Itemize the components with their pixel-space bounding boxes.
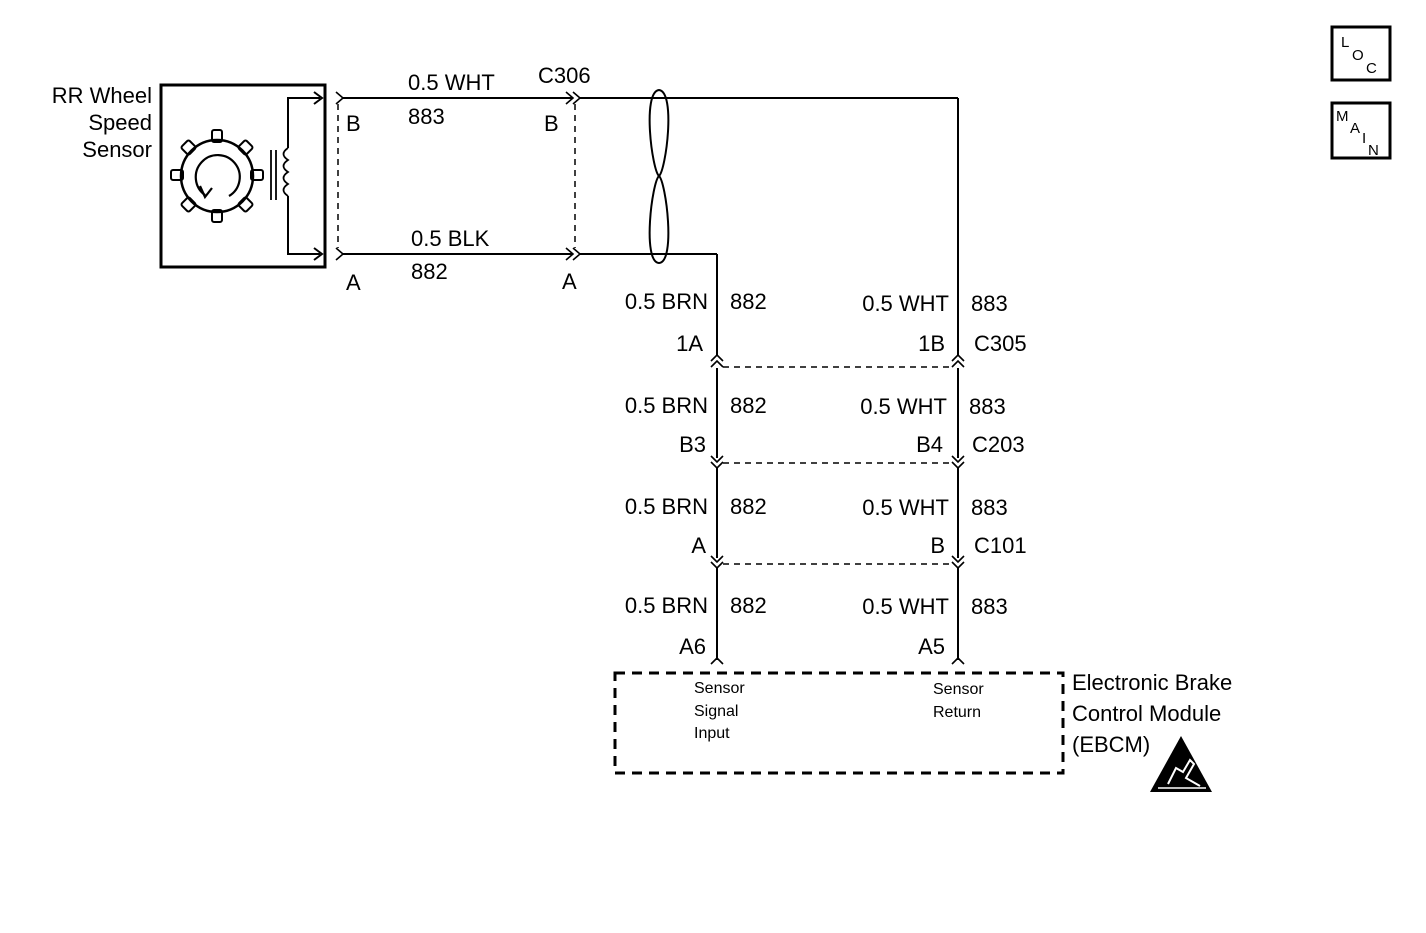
right-seg-4-circuit: 883: [971, 594, 1008, 619]
right-seg-3-circuit: 883: [971, 495, 1008, 520]
right-seg-2-pin: B4: [916, 432, 943, 457]
twisted-pair: [580, 88, 959, 355]
vertical-wires: [716, 368, 959, 660]
wire-883-top: 0.5 WHT 883: [343, 70, 573, 129]
right-seg-1-pin: 1B: [918, 331, 945, 356]
right-seg-3-color: 0.5 WHT: [862, 495, 949, 520]
sensor-pin-a-label: A: [346, 270, 361, 295]
connector-c203-label: C203: [972, 432, 1025, 457]
c306-pin-b-label: B: [544, 111, 559, 136]
left-seg-1-color: 0.5 BRN: [625, 289, 708, 314]
left-seg-4-circuit: 882: [730, 593, 767, 618]
ebcm-pins: [710, 656, 965, 665]
main-letter-m: M: [1336, 108, 1349, 125]
right-seg-1-circuit: 883: [971, 291, 1008, 316]
wheel-speed-sensor-icon: [159, 83, 327, 269]
connector-c101-label: C101: [974, 533, 1027, 558]
ebcm-boundary: [613, 671, 1065, 775]
left-seg-4-color: 0.5 BRN: [625, 593, 708, 618]
left-seg-4-pin: A6: [679, 634, 706, 659]
wire-883-color-label: 0.5 WHT: [408, 70, 495, 95]
loc-button[interactable]: L O C: [1330, 25, 1392, 82]
ebcm-signal-label-1: Sensor: [694, 680, 745, 697]
wire-883-circuit-label: 883: [408, 104, 445, 129]
loc-letter-o: O: [1352, 47, 1364, 64]
right-seg-2-color: 0.5 WHT: [860, 394, 947, 419]
right-seg-4-pin: A5: [918, 634, 945, 659]
right-seg-2-circuit: 883: [969, 394, 1006, 419]
main-letter-i: I: [1362, 130, 1366, 147]
twist-upper-lobe-icon: [648, 88, 670, 178]
ebcm-signal-label-3: Input: [694, 725, 730, 742]
ebcm-label: Electronic Brake Control Module (EBCM): [1072, 670, 1232, 757]
connector-c101: [710, 555, 965, 570]
left-seg-1-pin: 1A: [676, 331, 703, 356]
tone-ring-icon: [170, 129, 264, 223]
main-letter-n: N: [1368, 142, 1379, 159]
loc-letter-c: C: [1366, 60, 1377, 77]
main-button[interactable]: M A I N: [1330, 101, 1392, 160]
twist-lower-lobe-icon: [648, 174, 670, 265]
wire-882-top: 0.5 BLK 882: [343, 226, 573, 284]
left-seg-2-circuit: 882: [730, 393, 767, 418]
left-column-labels: 0.5 BRN 882 1A 0.5 BRN 882 B3 0.5 BRN 88…: [625, 289, 767, 659]
left-seg-1-circuit: 882: [730, 289, 767, 314]
sensor-label-line-2: Speed: [88, 110, 152, 135]
connector-c306: C306 B A: [538, 63, 591, 294]
sensor-label-line-1: RR Wheel: [52, 83, 152, 108]
right-seg-4-color: 0.5 WHT: [862, 594, 949, 619]
ebcm-label-line-2: Control Module: [1072, 701, 1221, 726]
ebcm-return-label-2: Return: [933, 704, 981, 721]
right-seg-1-color: 0.5 WHT: [862, 291, 949, 316]
left-seg-3-circuit: 882: [730, 494, 767, 519]
connector-c203: [710, 455, 965, 470]
sensor-label: RR Wheel Speed Sensor: [52, 83, 152, 162]
connector-c305: [710, 353, 965, 368]
ebcm-signal-label-2: Signal: [694, 703, 738, 720]
main-letter-a: A: [1350, 120, 1360, 137]
ebcm-label-line-3: (EBCM): [1072, 732, 1150, 757]
coil-icon: [270, 91, 324, 261]
wire-882-circuit-label: 882: [411, 259, 448, 284]
ebcm-return-label-1: Sensor: [933, 681, 984, 698]
loc-letter-l: L: [1341, 34, 1349, 51]
ebcm-label-line-1: Electronic Brake: [1072, 670, 1232, 695]
right-seg-3-pin: B: [930, 533, 945, 558]
ebcm-module: Sensor Signal Input Sensor Return: [613, 671, 1065, 775]
connector-c306-label: C306: [538, 63, 591, 88]
left-seg-2-color: 0.5 BRN: [625, 393, 708, 418]
left-seg-3-pin: A: [691, 533, 706, 558]
left-seg-3-color: 0.5 BRN: [625, 494, 708, 519]
connector-c305-label: C305: [974, 331, 1027, 356]
wire-882-color-label: 0.5 BLK: [411, 226, 490, 251]
right-column-labels: 0.5 WHT 883 1B C305 0.5 WHT 883 B4 C203 …: [860, 291, 1026, 659]
sensor-label-line-3: Sensor: [82, 137, 152, 162]
sensor-connector: B A: [335, 91, 361, 295]
left-seg-2-pin: B3: [679, 432, 706, 457]
c306-pin-a-label: A: [562, 269, 577, 294]
esd-warning-icon: [1150, 736, 1212, 792]
sensor-pin-b-label: B: [346, 111, 361, 136]
